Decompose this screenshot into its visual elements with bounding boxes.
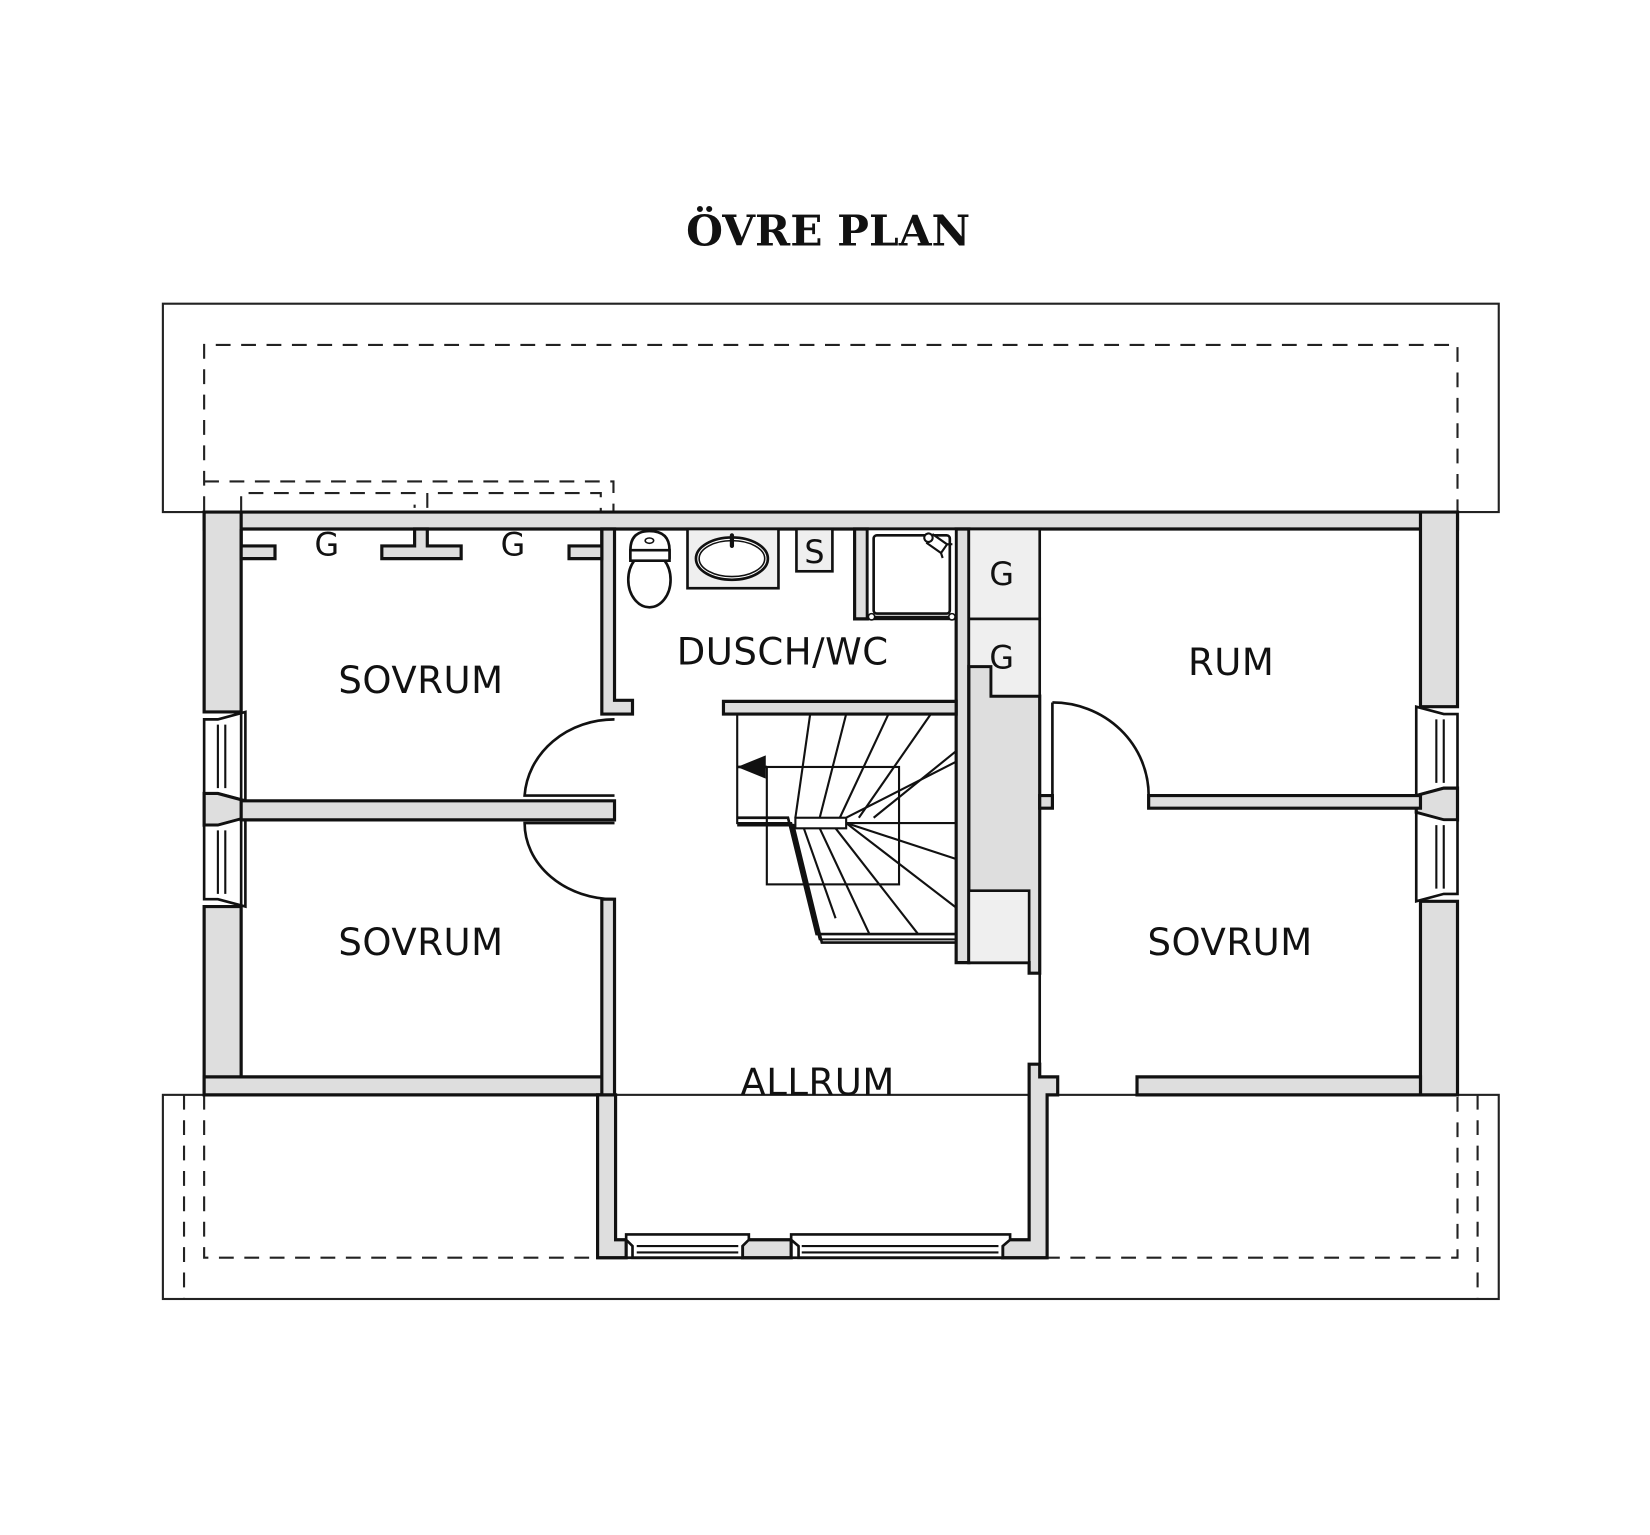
closet-4-box: [967, 617, 1042, 698]
shower-head-icon: [923, 532, 953, 559]
room-label-rum: RUM: [1188, 641, 1274, 684]
sink-icon: [686, 527, 780, 590]
bathroom-fixtures: S: [626, 527, 958, 621]
window-left-lower: [202, 816, 247, 909]
room-labels: SOVRUM SOVRUM DUSCH/WC RUM SOVRUM ALLRUM: [338, 630, 1312, 1103]
room-label-dusch-wc: DUSCH/WC: [677, 630, 889, 673]
room-outlines: [239, 528, 1422, 1097]
closet-label: G: [501, 527, 526, 563]
closet-label: G: [315, 527, 340, 563]
roof-outline-bottom: [161, 1093, 1500, 1301]
cabinet-block: [967, 889, 1031, 964]
toilet-icon: [626, 529, 672, 609]
interior-walls: [239, 527, 1423, 1097]
staircase: [736, 713, 957, 944]
storage-s: S: [795, 527, 834, 573]
closets: G G G G: [315, 527, 1042, 698]
windows: [202, 704, 1460, 1260]
room-label-sovrum-sw: SOVRUM: [338, 921, 503, 964]
room-label-sovrum-nw: SOVRUM: [338, 659, 503, 702]
roof-outline-top: [161, 302, 1500, 514]
svg-text:S: S: [804, 535, 824, 571]
closet-label: G: [989, 641, 1014, 677]
doors: [523, 701, 1150, 901]
window-left-upper: [202, 710, 247, 803]
window-right-lower: [1414, 810, 1459, 904]
window-bottom-right: [789, 1233, 1012, 1260]
door-sovrum-sw: [523, 821, 615, 901]
door-rum: [1051, 701, 1150, 809]
closet-label: G: [989, 557, 1014, 593]
window-bottom-left: [624, 1233, 751, 1260]
door-sovrum-nw: [523, 718, 615, 797]
room-label-sovrum-e: SOVRUM: [1148, 921, 1313, 964]
plan-title: ÖVRE PLAN: [686, 205, 970, 256]
shower-icon: [865, 527, 958, 621]
exterior-walls: [202, 510, 1460, 1260]
window-right-upper: [1414, 704, 1459, 798]
room-label-allrum: ALLRUM: [740, 1061, 894, 1104]
stair-direction-arrow-icon: [737, 755, 766, 779]
